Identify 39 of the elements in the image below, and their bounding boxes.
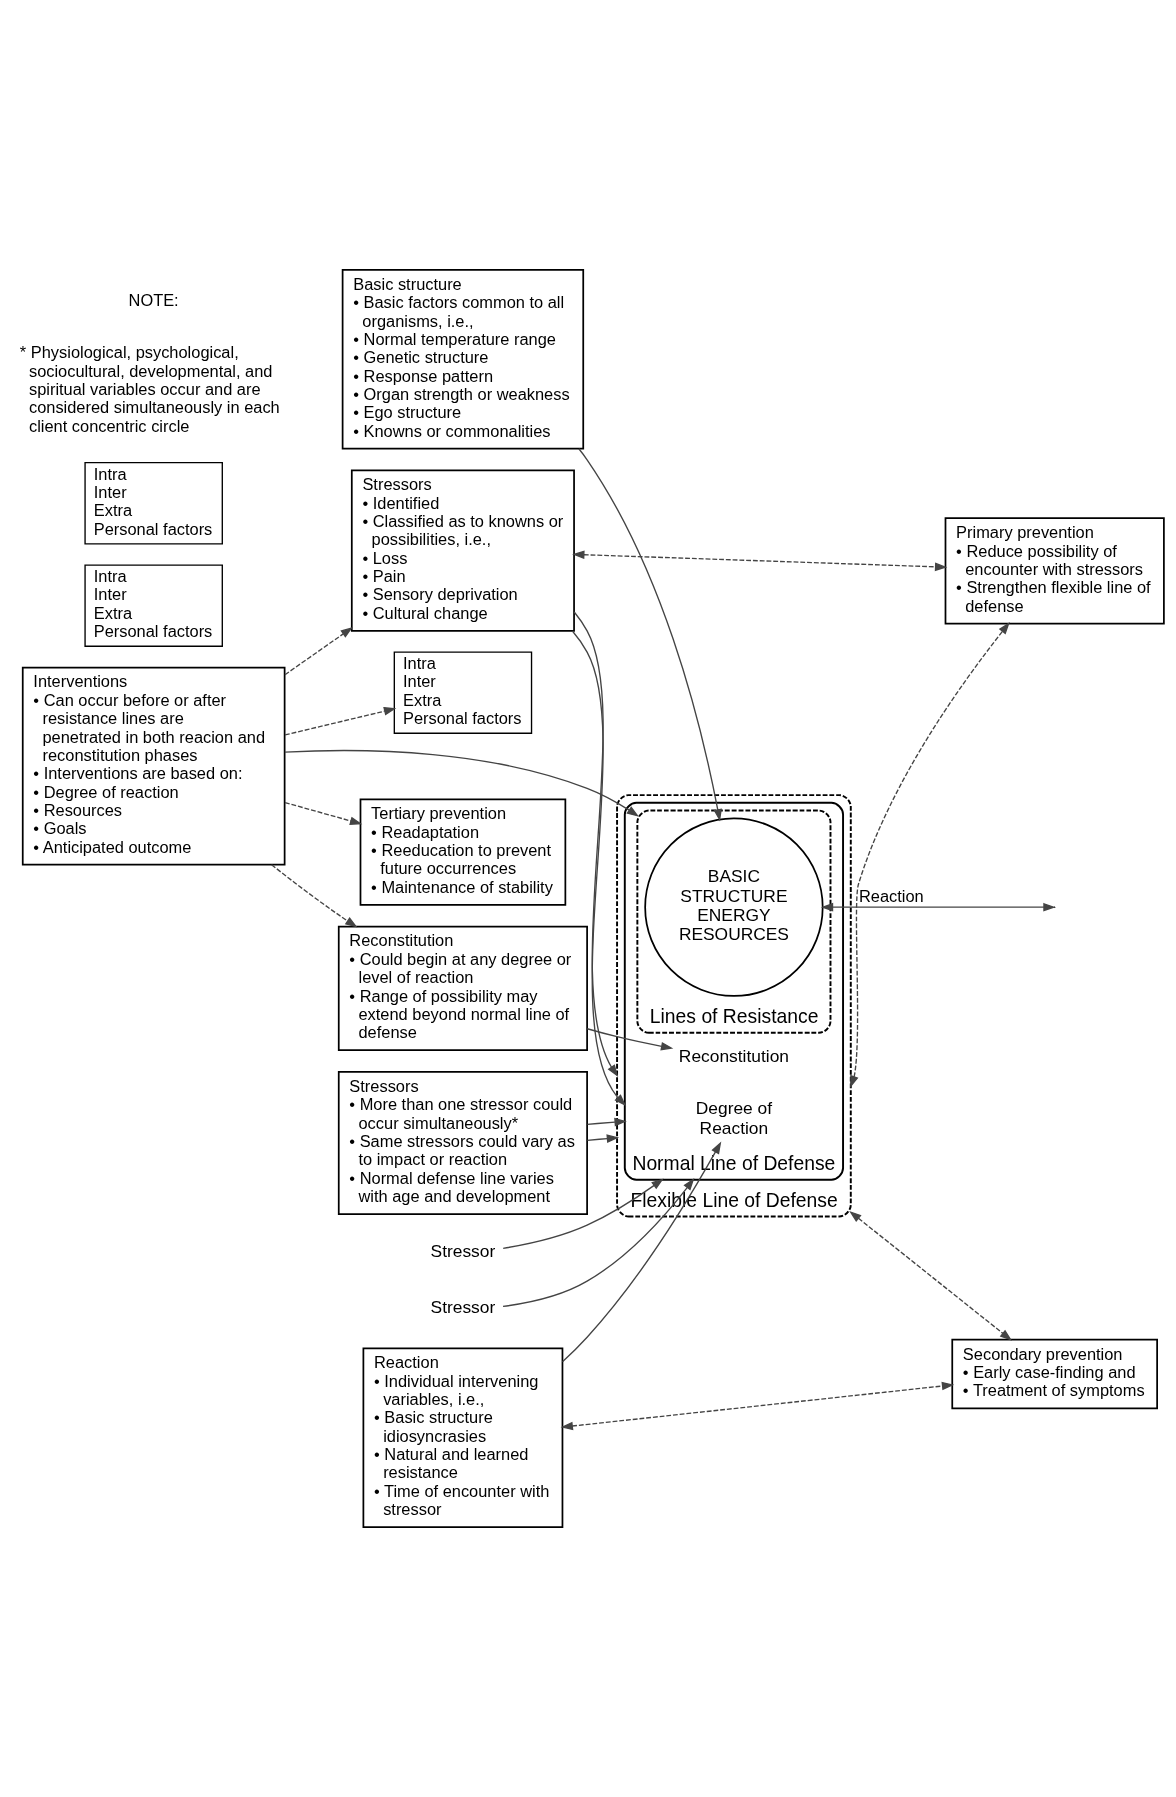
node-text: Reconstitution — [678, 1046, 789, 1067]
arrow — [571, 630, 627, 1107]
arrow — [573, 611, 619, 1078]
arrow — [284, 749, 640, 817]
node-box: Intra Inter Extra Personal factors — [84, 462, 223, 545]
label: * Physiological, psychological, sociocultural, developmental, and spiritual variables occur and are considered simultaneously in each client concentric circle — [19, 343, 280, 435]
arrow — [820, 902, 1056, 912]
arrow — [586, 1134, 620, 1143]
node-circle: BASIC STRUCTURE ENERGY RESOURCES — [644, 817, 824, 997]
arrow — [586, 1117, 627, 1127]
node-box: Reconstitution • Could begin at any degree or level of reaction • Range of possibility may extend beyond normal line of defense — [337, 925, 588, 1052]
node-text: Stressor — [430, 1297, 496, 1318]
node-box: Secondary prevention • Early case-finding and • Treatment of symptoms — [951, 1338, 1158, 1410]
arrow — [560, 1381, 955, 1431]
node-box: Stressors • Identified • Classified as to knowns or possibilities, i.e., • Loss • Pain • Sensory deprivation • Cultural change — [350, 469, 575, 632]
node-box: Interventions • Can occur before or after resistance lines are penetrated in both reacion and reconstitution phases • Interventions are based on: • Degree of reaction • Resources • Goals • Anticipated outcome — [21, 666, 286, 866]
arrow — [578, 448, 722, 822]
node-box: Tertiary prevention • Readaptation • Reeducation to prevent future occurrences • Maintenance of stability — [359, 798, 567, 906]
node-box: Stressors • More than one stressor could occur simultaneously* • Same stressors could vary as to impact or reaction • Normal defense line varies with age and development — [337, 1071, 588, 1215]
node-box: Reaction • Individual intervening variables, i.e., • Basic structure idiosyncrasies • Natural and learned resistance • Time of encounter with stressor — [362, 1347, 564, 1528]
arrow — [284, 707, 397, 736]
arrow — [849, 1210, 1013, 1341]
edge-label: Reaction — [858, 886, 924, 905]
node-text: Stressor — [430, 1241, 496, 1262]
arrow — [284, 801, 363, 826]
node-box: Primary prevention • Reduce possibility of encounter with stressors • Strengthen flexible line of defense — [944, 517, 1165, 625]
arrow — [561, 1141, 722, 1363]
arrow — [850, 622, 1010, 1088]
arrow — [586, 1028, 674, 1051]
node-box: Intra Inter Extra Personal factors — [84, 564, 223, 647]
node-box: Intra Inter Extra Personal factors — [393, 651, 533, 734]
arrow — [572, 550, 948, 572]
arrow — [502, 1178, 695, 1308]
arrow — [502, 1178, 664, 1249]
arrow — [284, 627, 353, 676]
arrow — [270, 864, 358, 928]
node-text: Degree of Reaction — [695, 1098, 773, 1138]
label: NOTE: — [128, 291, 179, 310]
node-box: Basic structure • Basic factors common to all organisms, i.e., • Normal temperature range • Genetic structure • Response pattern • Organ strength or weakness • Ego structure • Knowns or commonalities — [341, 269, 585, 450]
